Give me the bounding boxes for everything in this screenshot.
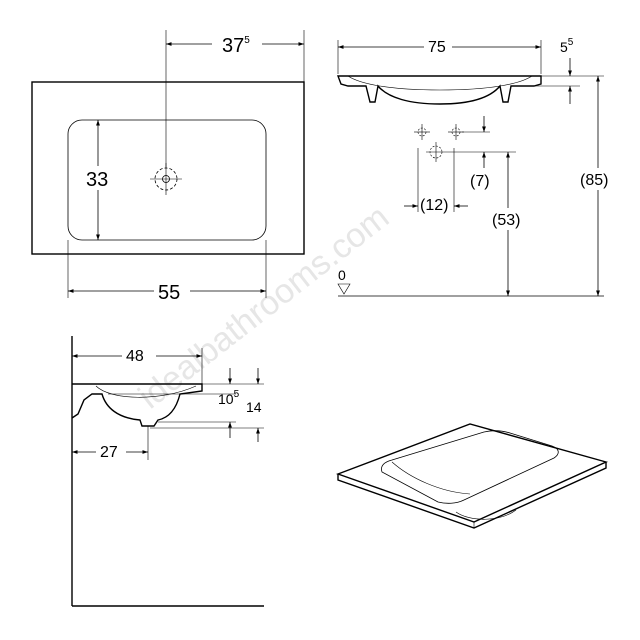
dim-12-label: (12) [420,197,448,214]
dim-37-5-label: 375 [222,35,250,57]
top-view: 375 33 55 [31,30,305,304]
dim-7-label: (7) [470,173,490,190]
dim-14-label: 14 [246,399,262,415]
side-basin-profile [71,383,203,427]
dim-33-label: 33 [86,169,108,191]
front-basin-profile [336,75,542,105]
dim-27-label: 27 [100,444,118,461]
side-view: 48 105 14 27 [71,336,264,607]
tap-connection-icon [414,124,464,162]
bowl-outline [67,119,267,241]
front-view: 75 55 (85) (7) [336,35,618,297]
floor-zero-label: 0 [338,267,346,283]
dim-53-label: (53) [492,212,520,229]
floor-marker-icon [337,283,351,295]
iso-basin-top [335,423,609,523]
dim-75-label: 75 [428,39,446,56]
iso-bowl [381,430,559,504]
isometric-view [335,423,609,529]
dim-85-label: (85) [580,172,608,189]
dim-5-5-label: 55 [560,37,574,55]
dim-48-label: 48 [126,348,144,365]
dim-55-label: 55 [158,282,180,304]
dim-10-5-label: 105 [218,389,240,407]
basin-outline [31,81,305,255]
